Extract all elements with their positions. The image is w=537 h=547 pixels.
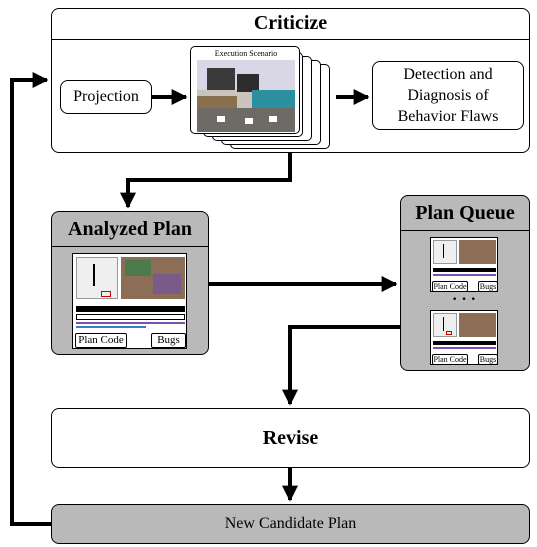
projection-label: Projection: [73, 88, 139, 105]
new-candidate-plan-label: New Candidate Plan: [224, 515, 357, 532]
revise-title: Revise: [262, 427, 319, 449]
candidate-feedback-arrow: [10, 72, 51, 526]
criticize-title: Criticize: [52, 9, 529, 40]
plan-queue-ellipsis: · · ·: [451, 291, 476, 308]
execution-scenario-stack: Execution Scenario: [190, 46, 335, 152]
execution-scenario-image: [197, 60, 295, 132]
plan-queue-code-tag-2: Plan Code: [432, 354, 468, 365]
analyzed-plan-title: Analyzed Plan: [52, 212, 208, 247]
analyzed-plan-code-tag: Plan Code: [75, 333, 127, 348]
analyzed-plan-bugs-tag: Bugs: [151, 333, 186, 348]
plan-queue-bugs-tag-2: Bugs: [478, 354, 498, 365]
criticize-to-analyzed-arrow: [120, 153, 292, 209]
detection-diagnosis-node: Detection and Diagnosis of Behavior Flaw…: [372, 61, 524, 130]
plan-queue-title: Plan Queue: [401, 196, 529, 231]
revise-panel: Revise: [51, 408, 530, 468]
detection-line-1: Detection and: [403, 66, 493, 83]
new-candidate-plan-box: New Candidate Plan: [51, 504, 530, 544]
plan-queue-code-tag-1: Plan Code: [432, 281, 468, 292]
execution-scenario-label: Execution Scenario: [214, 49, 278, 58]
detection-line-2: Diagnosis of: [407, 87, 489, 104]
projection-node: Projection: [60, 80, 152, 114]
analyzed-to-revise-arrow: [282, 325, 400, 406]
detection-line-3: Behavior Flaws: [397, 108, 499, 125]
execution-scenario-card: Execution Scenario: [190, 46, 300, 134]
plan-queue-bugs-tag-1: Bugs: [478, 281, 498, 292]
